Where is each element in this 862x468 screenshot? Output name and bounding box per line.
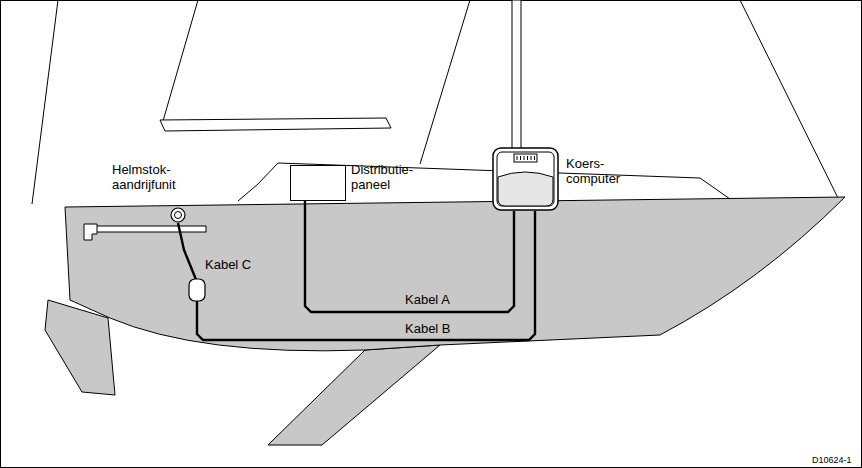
tiller <box>96 226 206 232</box>
node-label: Koers- computer <box>566 156 636 186</box>
cabin <box>238 163 730 201</box>
sail-line <box>420 0 470 164</box>
cable-label: Kabel B <box>405 321 451 336</box>
backstay <box>32 0 58 204</box>
node-label: Helmstok- aandrijfunit <box>112 162 196 192</box>
course-computer-shape <box>492 147 559 211</box>
mast <box>512 0 521 168</box>
cable <box>305 201 514 312</box>
distribution-panel-shape <box>290 165 346 201</box>
keel <box>268 345 440 445</box>
hull <box>65 197 845 351</box>
cable-label: Kabel C <box>205 257 251 272</box>
cable-plug <box>189 279 205 301</box>
tiller-bracket <box>84 224 97 240</box>
forestay <box>740 0 838 198</box>
drive-unit-shape <box>170 207 186 223</box>
course-computer: Koers- computer <box>492 147 559 211</box>
sail-leech <box>163 0 198 121</box>
cable-label: Kabel A <box>405 292 450 307</box>
cable <box>178 211 535 340</box>
figure-id: D10624-1 <box>812 455 852 466</box>
distribution-panel: Distributie- paneel <box>290 165 346 201</box>
node-label: Distributie- paneel <box>351 162 431 192</box>
drive-unit: Helmstok- aandrijfunit <box>170 207 186 223</box>
boom <box>160 118 391 131</box>
